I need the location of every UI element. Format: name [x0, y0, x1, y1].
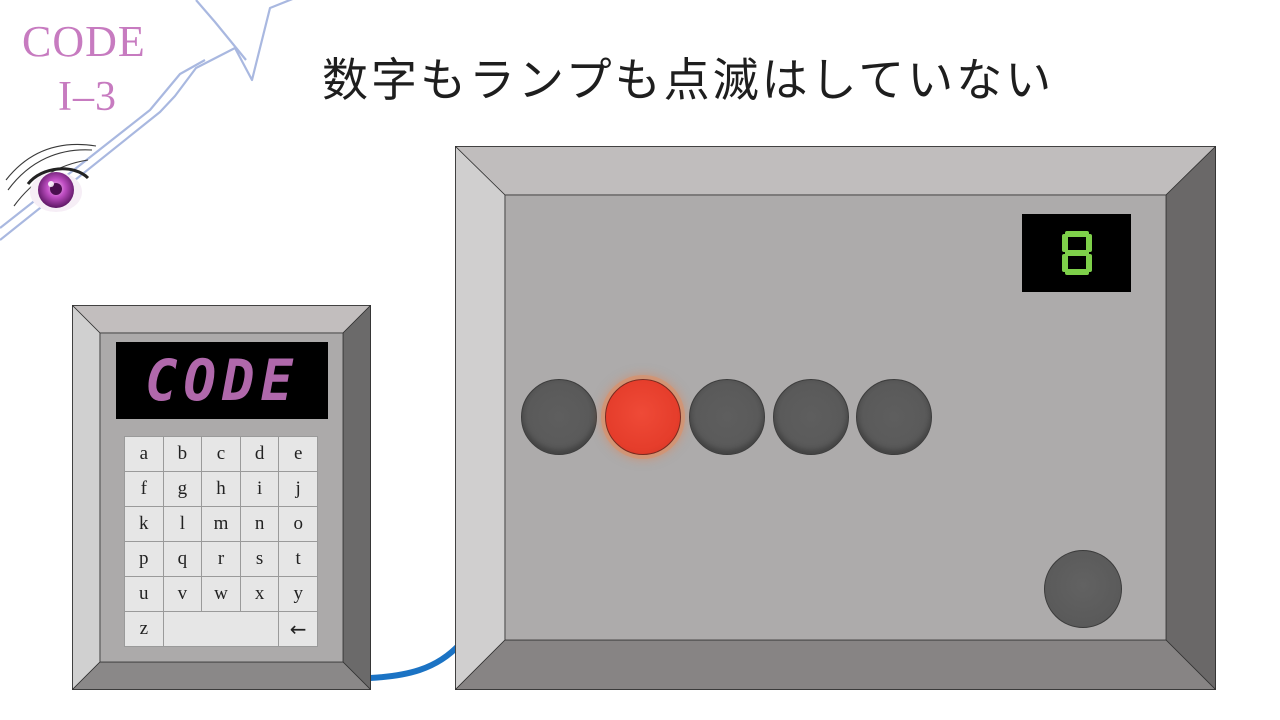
key-g[interactable]: g: [163, 472, 202, 506]
segment-d: [1065, 269, 1089, 275]
key-v[interactable]: v: [163, 577, 202, 611]
key-y[interactable]: y: [279, 577, 317, 611]
key-n[interactable]: n: [240, 507, 279, 541]
key-w[interactable]: w: [202, 577, 240, 611]
key-s[interactable]: s: [240, 542, 279, 576]
key-f[interactable]: f: [125, 472, 163, 506]
key-b[interactable]: b: [163, 437, 202, 471]
keypad-screen: CODE: [116, 342, 328, 419]
seven-segment-digit: [1062, 231, 1092, 275]
key-o[interactable]: o: [279, 507, 317, 541]
lamp-5[interactable]: [856, 379, 932, 455]
lamp-panel: [455, 146, 1216, 690]
lamp-2[interactable]: [605, 379, 681, 455]
logo-code: CODE: [22, 17, 146, 66]
round-button[interactable]: [1044, 550, 1122, 628]
eye-icon: [26, 167, 90, 212]
segment-f: [1062, 234, 1068, 252]
key-u[interactable]: u: [125, 577, 163, 611]
key-m[interactable]: m: [202, 507, 240, 541]
segment-g: [1065, 250, 1089, 256]
segment-b: [1086, 234, 1092, 252]
page-title: 数字もランプも点滅はしていない: [322, 53, 1055, 107]
key-j[interactable]: j: [279, 472, 317, 506]
logo-level: I–3: [58, 74, 117, 120]
lamp-4[interactable]: [773, 379, 849, 455]
lamp-3[interactable]: [689, 379, 765, 455]
key-t[interactable]: t: [279, 542, 317, 576]
key-q[interactable]: q: [163, 542, 202, 576]
lamp-1[interactable]: [521, 379, 597, 455]
key-backspace[interactable]: ←: [279, 612, 317, 646]
digit-display: [1022, 214, 1131, 292]
key-a[interactable]: a: [125, 437, 163, 471]
key-x[interactable]: x: [240, 577, 279, 611]
key-r[interactable]: r: [202, 542, 240, 576]
key-d[interactable]: d: [240, 437, 279, 471]
segment-c: [1086, 254, 1092, 272]
key-l[interactable]: l: [163, 507, 202, 541]
key-h[interactable]: h: [202, 472, 240, 506]
key-space[interactable]: [163, 612, 279, 646]
key-z[interactable]: z: [125, 612, 163, 646]
segment-e: [1062, 254, 1068, 272]
connector-cable: [367, 641, 463, 681]
keypad-screen-text: CODE: [144, 347, 300, 414]
key-e[interactable]: e: [279, 437, 317, 471]
key-p[interactable]: p: [125, 542, 163, 576]
key-c[interactable]: c: [202, 437, 240, 471]
segment-a: [1065, 231, 1089, 237]
key-i[interactable]: i: [240, 472, 279, 506]
key-k[interactable]: k: [125, 507, 163, 541]
